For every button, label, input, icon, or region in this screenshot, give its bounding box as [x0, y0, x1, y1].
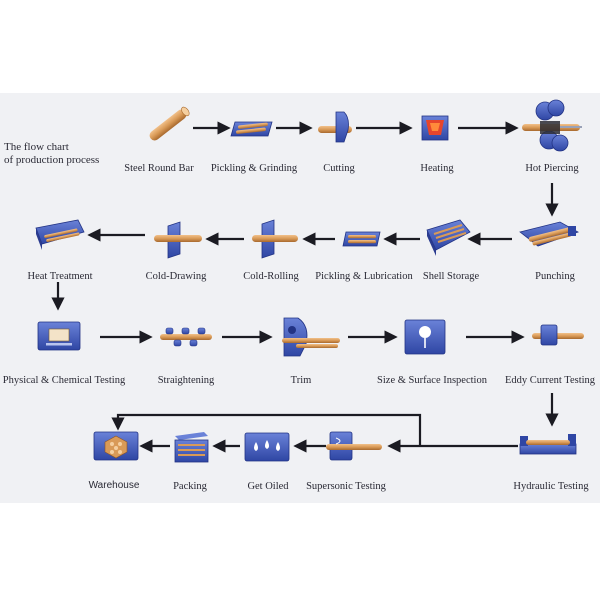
oil-drops-icon — [244, 432, 290, 462]
label-eddy-current-testing: Eddy Current Testing — [504, 375, 596, 386]
label-heat-treatment: Heat Treatment — [27, 271, 93, 282]
label-trim: Trim — [290, 375, 312, 386]
inspection-gauge-icon — [404, 319, 446, 355]
label-pickling-grinding: Pickling & Grinding — [210, 163, 298, 174]
flow-chart: The flow chart of production process — [0, 93, 600, 503]
ultrasonic-probe-icon — [326, 431, 382, 461]
label-punching: Punching — [535, 271, 575, 282]
lab-monitor-icon — [37, 321, 81, 351]
shell-rack-icon — [426, 219, 471, 256]
label-cutting: Cutting — [323, 163, 355, 174]
warehouse-stack-icon — [93, 431, 139, 461]
label-pickling-lubrication: Pickling & Lubrication — [315, 271, 413, 282]
label-packing: Packing — [173, 481, 207, 492]
cutting-saw-icon — [318, 111, 352, 143]
label-heating: Heating — [420, 163, 454, 174]
straightening-rolls-icon — [160, 327, 212, 347]
flow-arrows — [51, 121, 559, 453]
intro-line-1: The flow chart — [4, 141, 69, 153]
packing-bundle-icon — [174, 432, 209, 463]
drawing-die-icon — [154, 221, 202, 259]
rolling-die-icon — [252, 219, 298, 259]
label-steel-round-bar: Steel Round Bar — [124, 163, 194, 174]
arrow-bypass-to-warehouse — [111, 413, 422, 446]
label-cold-drawing: Cold-Drawing — [145, 271, 207, 282]
steel-bar-icon — [149, 106, 190, 141]
heat-treatment-furnace-icon — [35, 219, 85, 250]
label-hot-piercing: Hot Piercing — [525, 163, 579, 174]
furnace-icon — [421, 115, 449, 141]
label-straightening: Straightening — [157, 375, 215, 386]
label-shell-storage: Shell Storage — [422, 271, 480, 282]
pickling-tank-icon — [230, 121, 273, 137]
piercing-rolls-icon — [522, 99, 582, 152]
eddy-coil-icon — [532, 324, 584, 346]
trim-saw-icon — [282, 317, 340, 357]
label-get-oiled: Get Oiled — [247, 481, 289, 492]
hydraulic-press-icon — [519, 434, 577, 455]
punching-bed-icon — [519, 221, 579, 247]
label-warehouse: Warehouse — [88, 480, 140, 491]
label-cold-rolling: Cold-Rolling — [243, 271, 299, 282]
label-hydraulic-testing: Hydraulic Testing — [513, 481, 589, 492]
lubrication-tank-icon — [342, 231, 381, 247]
intro-text: The flow chart of production process — [4, 141, 99, 167]
label-physical-chemical-testing: Physical & Chemical Testing — [2, 375, 126, 386]
label-supersonic-testing: Supersonic Testing — [306, 481, 386, 492]
intro-line-2: of production process — [4, 154, 100, 166]
process-diagram — [35, 99, 584, 463]
label-size-surface-inspection: Size & Surface Inspection — [377, 375, 487, 386]
